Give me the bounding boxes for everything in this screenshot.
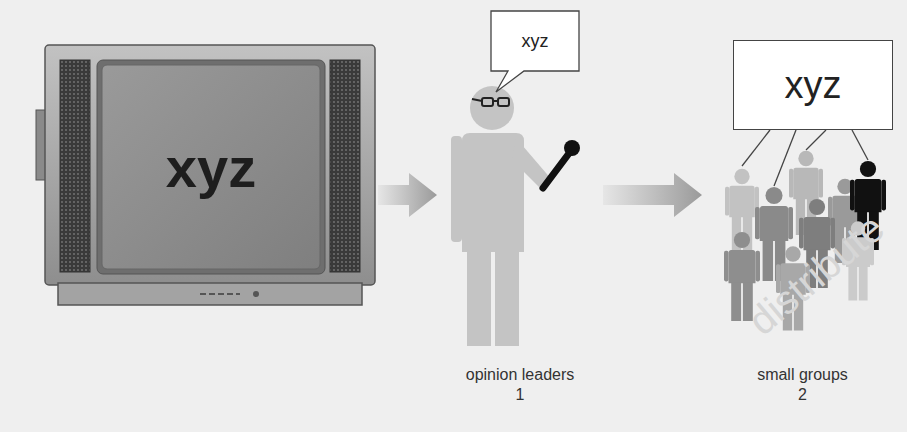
flow-arrow [378, 173, 437, 217]
callout-number: 1 [516, 385, 525, 405]
group-label: opinion leaders [466, 365, 575, 385]
television [36, 45, 375, 305]
message-text: xyz [522, 31, 549, 52]
speech-bubble: xyz [490, 10, 580, 72]
message-text: xyz [785, 64, 842, 107]
group-label: small groups [757, 365, 848, 385]
bubble-shape [491, 11, 579, 92]
watermark: distribute [740, 205, 893, 344]
group-sign: xyz [733, 40, 893, 130]
callout-number: 2 [798, 385, 807, 405]
message-text: xyz [166, 135, 256, 200]
opinion-leader: opinion leaders1 [440, 85, 600, 405]
opinion-leader-figure [451, 86, 580, 346]
flow-arrow [603, 173, 702, 217]
screen-area: xyz [102, 65, 320, 269]
tv-screen: xyz [45, 45, 375, 305]
